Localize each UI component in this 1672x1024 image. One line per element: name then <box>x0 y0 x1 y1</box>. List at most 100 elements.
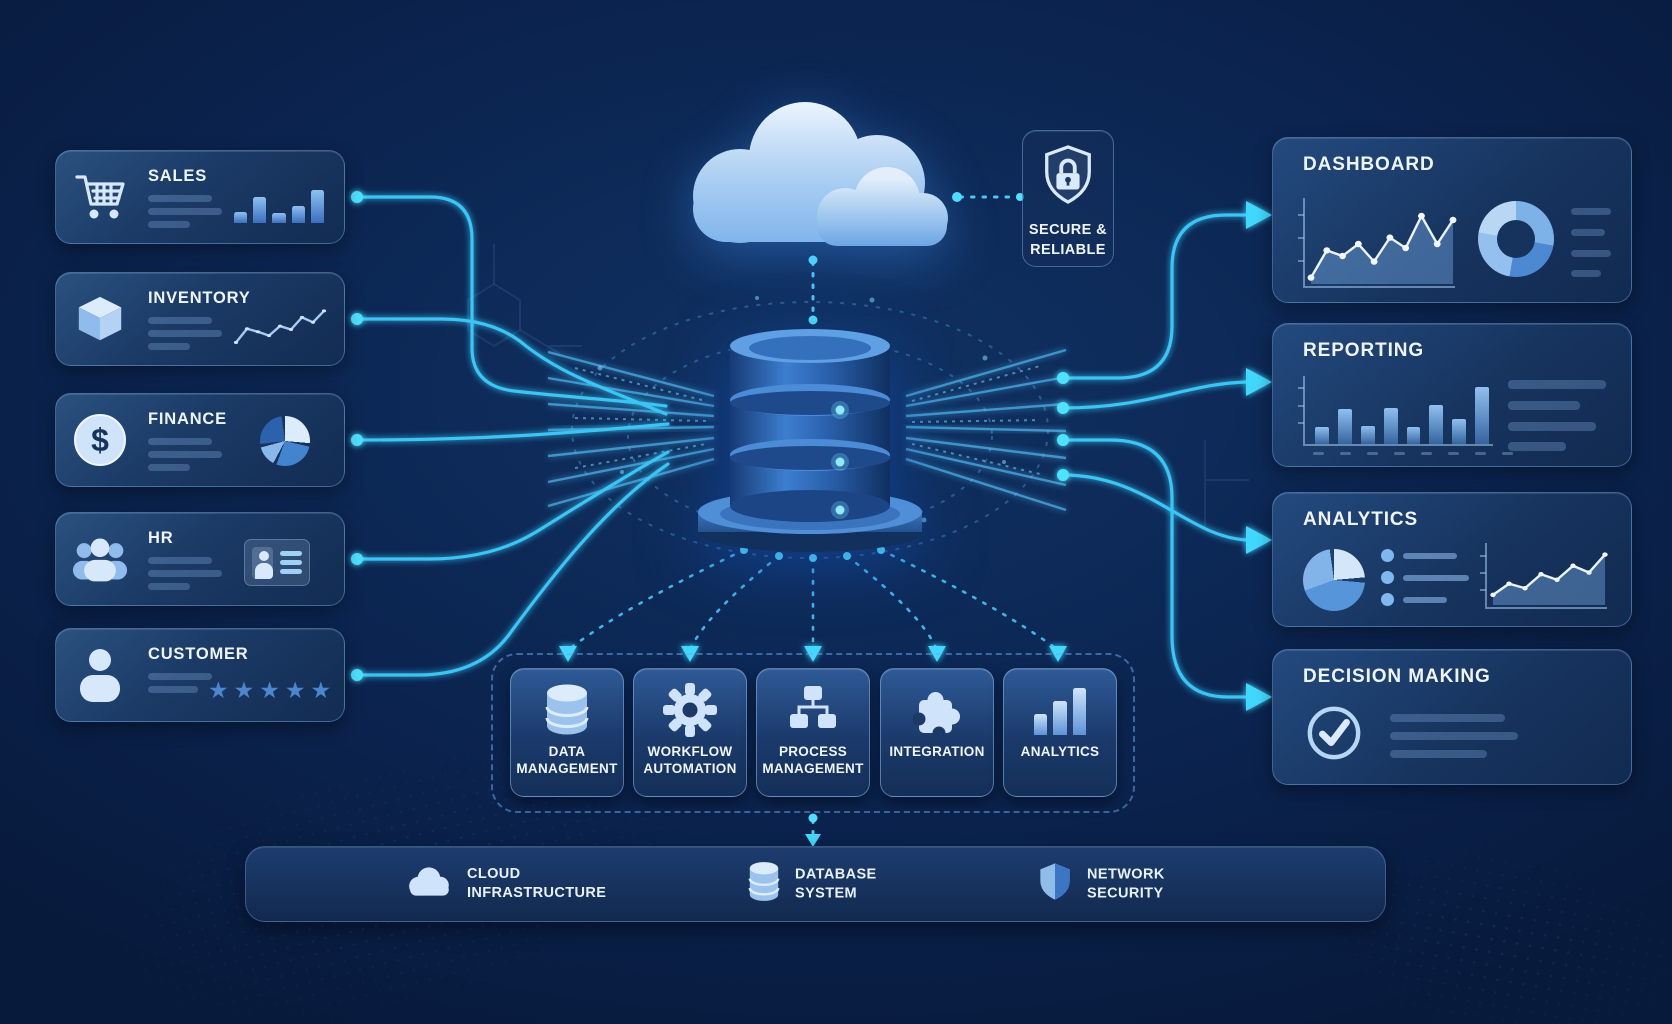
placeholder-line <box>148 583 190 590</box>
inventory-mini-line-chart <box>233 309 327 347</box>
module-to-bar-link <box>805 813 821 847</box>
placeholder-line <box>148 330 222 337</box>
card-title: CUSTOMER <box>148 645 249 663</box>
analytics-pie-chart <box>1303 549 1365 611</box>
module-integration: INTEGRATION <box>880 668 994 797</box>
right-connectors <box>1061 213 1248 699</box>
badge-label: SECURE & RELIABLE <box>1028 222 1108 258</box>
orbit-arc <box>627 339 993 533</box>
sales-mini-bar-chart <box>234 187 325 223</box>
star-rating-icon: ★★★★★ <box>208 677 337 703</box>
placeholder-line <box>1508 442 1566 451</box>
placeholder-line <box>148 221 190 228</box>
bullet-dot <box>1381 571 1394 584</box>
dashboard-card: DASHBOARD <box>1272 137 1632 303</box>
hr-card: HR <box>55 512 345 606</box>
card-title: DECISION MAKING <box>1303 666 1491 687</box>
card-title: HR <box>148 529 174 547</box>
secure-reliable-badge: SECURE & RELIABLE <box>1022 130 1114 267</box>
dollar-icon: $ <box>72 410 128 470</box>
sales-card: SALES <box>55 150 345 244</box>
placeholder-line <box>1403 596 1447 603</box>
placeholder-line <box>1390 714 1505 722</box>
bullet-item <box>1381 549 1457 562</box>
id-card-lines <box>280 547 302 578</box>
bar-chart-icon <box>1034 677 1086 743</box>
reporting-card: REPORTING <box>1272 323 1632 467</box>
placeholder-line <box>148 317 212 324</box>
placeholder-line <box>1508 380 1606 389</box>
bullet-item <box>1381 571 1469 584</box>
module-label: INTEGRATION <box>889 744 985 759</box>
placeholder-line <box>148 208 222 215</box>
database-to-module-links <box>566 548 1060 652</box>
card-title: SALES <box>148 167 208 185</box>
digital-bits <box>574 365 1041 475</box>
hierarchy-icon <box>785 677 841 743</box>
placeholder-line <box>148 570 222 577</box>
bullet-dot <box>1381 593 1394 606</box>
shield-lock-icon <box>1039 143 1097 212</box>
placeholder-line <box>1403 574 1469 581</box>
cloud-icon <box>406 866 454 903</box>
finance-mini-pie-chart <box>260 416 310 466</box>
placeholder-line <box>1508 401 1580 410</box>
person-icon <box>72 645 128 705</box>
reporting-bar-chart <box>1298 376 1493 446</box>
hr-id-card-graphic <box>244 539 310 586</box>
analytics-area-chart <box>1480 543 1608 609</box>
inventory-card: INVENTORY <box>55 272 345 366</box>
people-icon <box>72 529 128 589</box>
placeholder-line <box>148 557 212 564</box>
placeholder-line <box>148 451 222 458</box>
placeholder-line <box>1571 270 1601 277</box>
check-circle-icon <box>1305 704 1363 767</box>
card-title: ANALYTICS <box>1303 509 1419 530</box>
database-icon <box>541 677 593 743</box>
fan-dots <box>740 546 885 562</box>
shopping-cart-icon <box>72 167 128 227</box>
customer-card: CUSTOMER ★★★★★ <box>55 628 345 722</box>
card-title: INVENTORY <box>148 289 251 307</box>
card-title: FINANCE <box>148 410 227 428</box>
placeholder-line <box>1571 250 1611 257</box>
placeholder-line <box>148 464 190 471</box>
avatar <box>252 547 273 579</box>
placeholder-line <box>1508 422 1596 431</box>
bullet-item <box>1381 593 1447 606</box>
placeholder-line <box>148 343 190 350</box>
svg-text:$: $ <box>91 422 109 458</box>
placeholder-line <box>1571 229 1605 236</box>
placeholder-line <box>1403 552 1457 559</box>
cloud-connectors <box>808 192 1024 325</box>
placeholder-line <box>148 438 212 445</box>
modules-group-outline <box>491 653 1135 813</box>
shield-icon <box>1036 860 1074 909</box>
placeholder-line <box>148 195 212 202</box>
puzzle-icon <box>909 677 965 743</box>
analytics-card: ANALYTICS <box>1272 492 1632 627</box>
cloud-icon <box>655 78 965 263</box>
placeholder-line <box>1390 732 1518 740</box>
placeholder-line <box>1571 208 1611 215</box>
database-icon <box>746 861 782 908</box>
cube-icon <box>72 289 128 349</box>
left-connectors <box>355 195 670 677</box>
dashboard-donut-chart <box>1478 201 1554 277</box>
arrow-icon <box>1246 201 1272 711</box>
dashboard-line-chart <box>1298 198 1457 288</box>
bullet-dot <box>1381 549 1394 562</box>
